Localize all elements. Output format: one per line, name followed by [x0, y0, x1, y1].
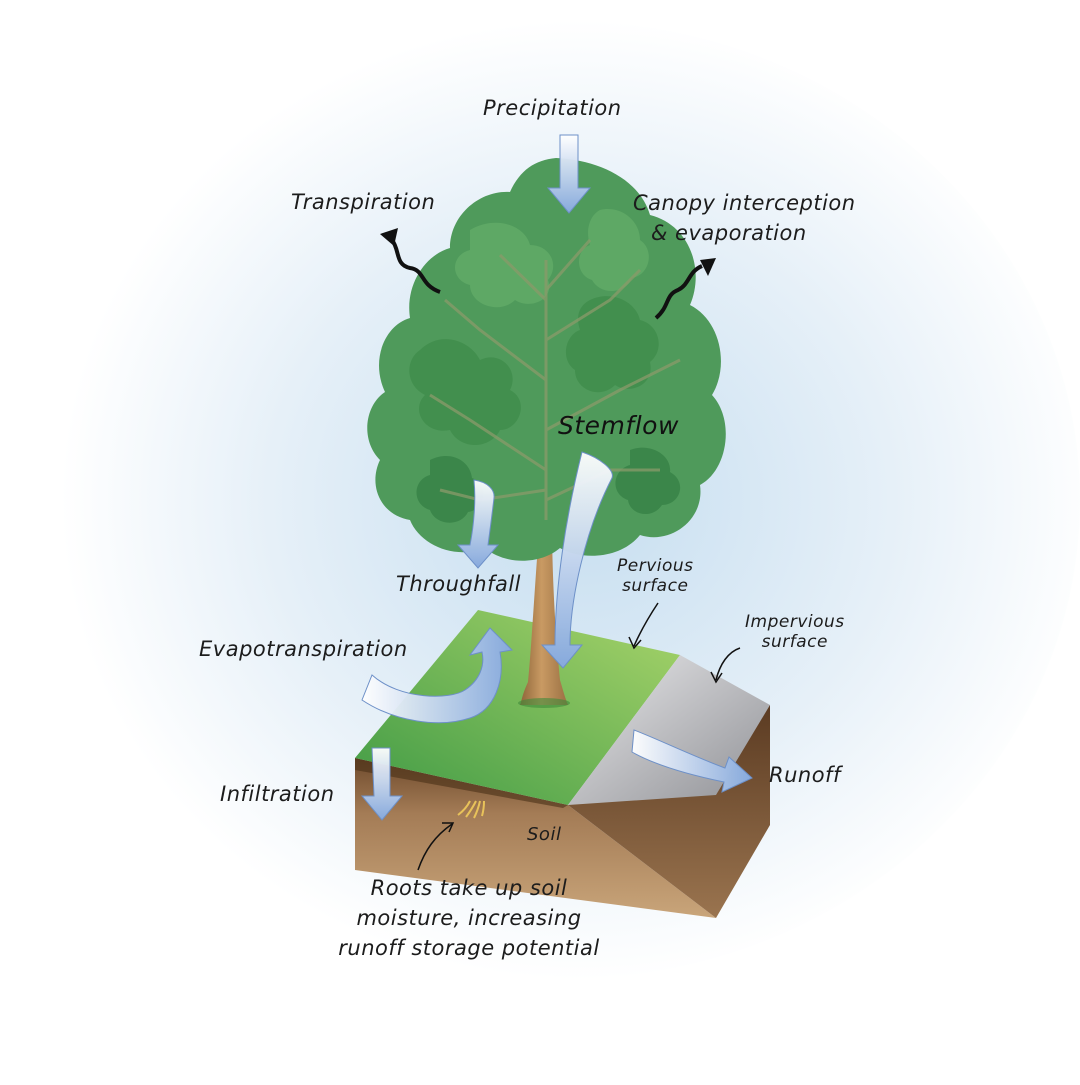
impervious-pointer [715, 647, 741, 681]
runoff-arrow [631, 729, 753, 793]
precipitation-arrow [546, 134, 592, 214]
label-canopy-line2: & evaporation [651, 221, 807, 245]
ground-block [355, 610, 770, 918]
label-throughfall: Throughfall [396, 572, 521, 596]
throughfall-arrow [456, 479, 500, 569]
label-pervious-line1: Pervious [617, 556, 694, 576]
evapotranspiration-arrow [361, 627, 514, 724]
transpiration-arrow [380, 228, 441, 294]
label-roots-line3: runoff storage potential [338, 936, 600, 960]
label-roots-line2: moisture, increasing [356, 906, 582, 930]
label-runoff: Runoff [769, 763, 841, 787]
pervious-pointer [633, 602, 659, 647]
label-canopy-line1: Canopy interception [633, 191, 856, 215]
label-impervious-line1: Impervious [745, 612, 845, 632]
label-roots: Roots take up soil moisture, increasing … [322, 873, 616, 963]
infiltration-arrow [360, 747, 404, 821]
label-infiltration: Infiltration [220, 782, 335, 806]
canopy-evaporation-arrow [654, 258, 716, 320]
label-pervious: Pervious surface [617, 556, 694, 596]
label-canopy: Canopy interception & evaporation [633, 188, 856, 248]
grass-top [355, 610, 680, 805]
label-pervious-line2: surface [622, 576, 689, 596]
label-transpiration: Transpiration [291, 190, 436, 214]
stemflow-arrow [540, 451, 613, 669]
soil-front [355, 758, 716, 918]
label-precipitation: Precipitation [483, 96, 622, 120]
label-impervious-line2: surface [761, 632, 828, 652]
roots-pointer [417, 823, 453, 871]
tree-canopy [367, 158, 726, 561]
label-impervious: Impervious surface [745, 612, 845, 652]
label-stemflow: Stemflow [558, 411, 679, 440]
label-soil: Soil [527, 824, 562, 845]
label-evapotranspiration: Evapotranspiration [199, 637, 408, 661]
roots-illustration [457, 800, 485, 819]
label-roots-line1: Roots take up soil [370, 876, 568, 900]
